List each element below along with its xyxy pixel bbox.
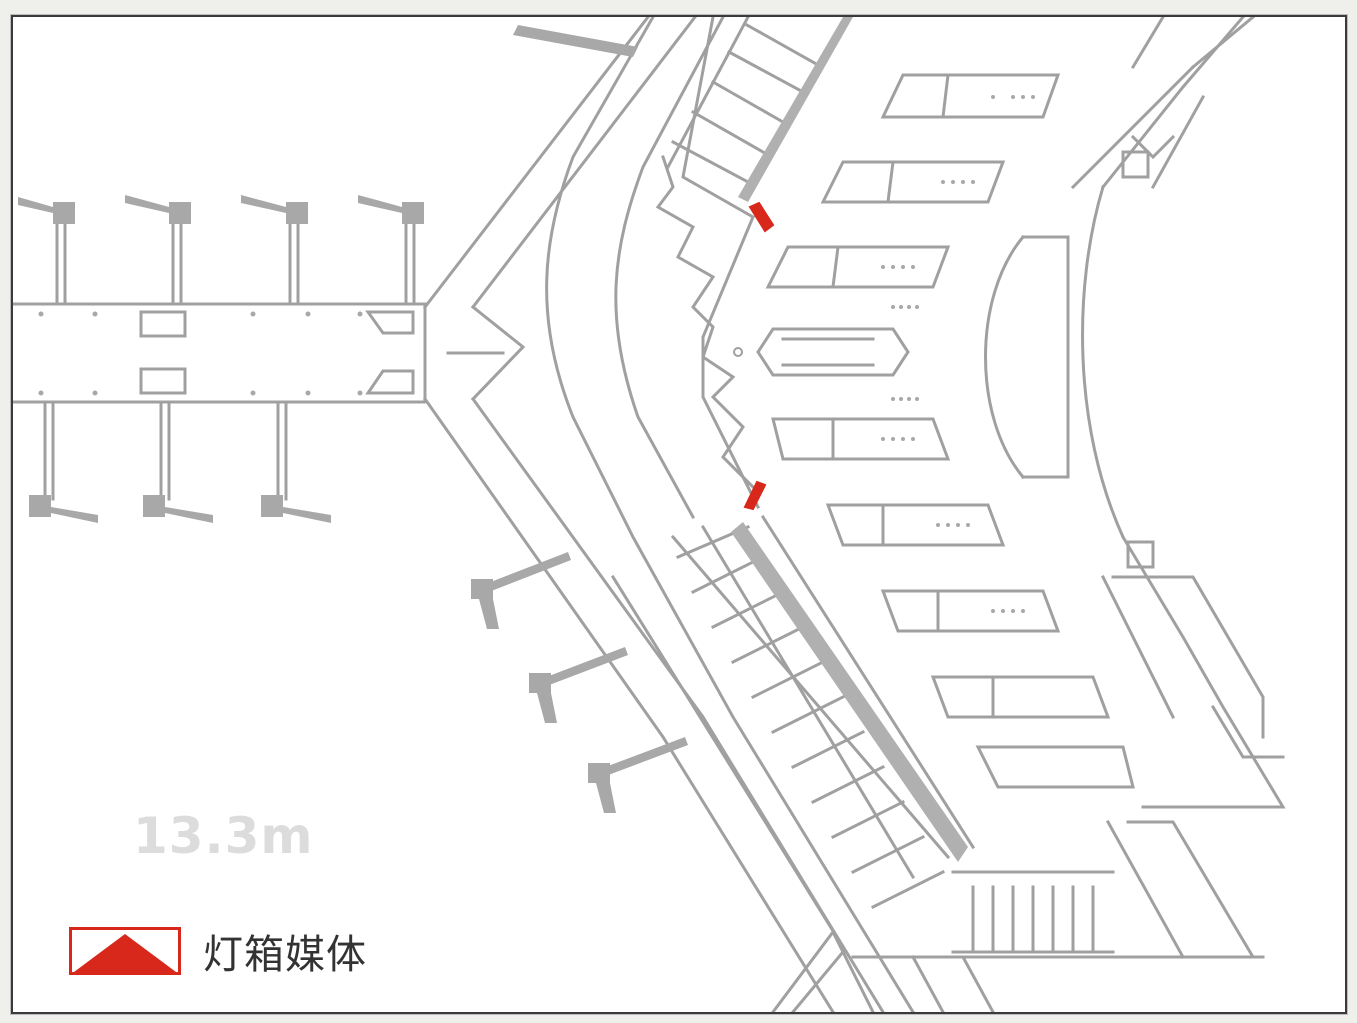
southwest-bridges xyxy=(471,25,688,813)
floor-plan xyxy=(13,17,1286,1012)
legend: 灯箱媒体 xyxy=(69,922,367,980)
lightbox-marker-lower[interactable] xyxy=(743,480,767,511)
check-in-islands xyxy=(756,73,1135,789)
east-landside xyxy=(951,17,1286,960)
south-structures xyxy=(771,929,1265,1012)
red-triangle-swatch-icon xyxy=(69,927,181,975)
main-concourse xyxy=(422,17,976,1012)
map-frame: 13.3m 灯箱媒体 xyxy=(11,15,1347,1014)
west-pier xyxy=(13,205,427,501)
lightbox-marker-upper[interactable] xyxy=(748,201,775,233)
floor-height-label: 13.3m xyxy=(133,807,314,865)
legend-label-lightbox-media: 灯箱媒体 xyxy=(203,932,367,978)
lower-gates xyxy=(676,525,946,910)
